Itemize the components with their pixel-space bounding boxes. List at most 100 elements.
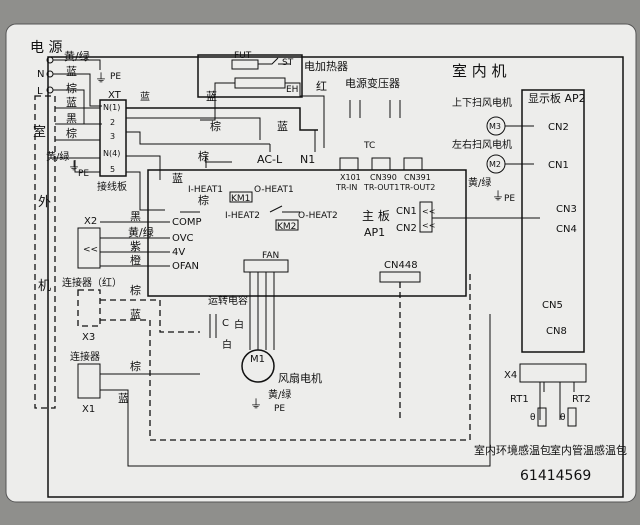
ac-l-label: AC-L: [257, 153, 283, 166]
heater-blue-wire: [200, 82, 235, 121]
o-heat1-label: O-HEAT1: [254, 185, 294, 195]
heater-element-label: EH: [286, 85, 298, 95]
indoor-side-label: 室: [33, 124, 46, 140]
run-cap-label: 运转电容: [208, 294, 248, 307]
cn1-label: CN1: [396, 206, 417, 217]
terminal-board: [99, 99, 127, 177]
heater-box: [197, 54, 303, 98]
power-label: 电 源: [30, 40, 62, 56]
heater-thermostat-label: ST: [282, 58, 294, 68]
ofan-wire-color: 橙: [130, 253, 141, 267]
wire-color-brown-1: 棕: [66, 126, 77, 140]
x101-label: X101: [340, 173, 361, 182]
blue-wire-label-3: 蓝: [277, 120, 288, 133]
wire-color-blue-1: 蓝: [66, 96, 77, 109]
tr-in-label: TR-IN: [335, 183, 357, 192]
cn448-label: CN448: [384, 260, 418, 271]
main-board-label: 主 板: [362, 209, 390, 223]
km2-label: KM2: [277, 222, 296, 232]
heater-thermostat: [258, 57, 290, 65]
connector-red-label: 连接器（红）: [62, 276, 122, 289]
pe-wire-color: 黄/绿: [64, 49, 90, 63]
x1-blue-wire: [100, 314, 491, 467]
cn2-label: CN2: [396, 223, 417, 234]
terminal-4-label: N(4): [103, 149, 120, 158]
heater-blue-wire-label: 蓝: [206, 90, 217, 103]
brown-wire-label-2: 棕: [210, 119, 221, 133]
ovc-wire-color: 黄/绿: [128, 225, 154, 239]
l-terminal-label: L: [37, 86, 43, 97]
n-bus-wire: [126, 107, 318, 131]
power-ground-icon: ⏚: [95, 71, 107, 85]
cn4-label: CN4: [556, 224, 577, 235]
m2-label: M2: [489, 160, 501, 169]
terminal-2-label: 2: [110, 118, 115, 127]
cn390-label: CN390: [370, 173, 397, 182]
wire-color-yellow-green-2: 黄/绿: [46, 150, 69, 163]
xt-label: XT: [108, 90, 122, 101]
connector-label: 连接器: [70, 350, 100, 363]
tr-out1-label: TR-OUT1: [363, 183, 399, 192]
outdoor-side-label-1: 外: [38, 195, 51, 210]
x3-connector: [77, 289, 101, 327]
display-board-outline: [521, 89, 585, 353]
x4-label: X4: [504, 370, 517, 381]
n1-label: N1: [300, 153, 315, 166]
updown-motor-label: 上下扫风电机: [452, 96, 512, 109]
km1-label: KM1: [231, 194, 250, 204]
brown-wire-label-3: 棕: [198, 149, 209, 163]
cap-white-wire-label-2: 白: [222, 338, 232, 351]
sensor-wires: [539, 382, 575, 420]
indoor-unit-title: 室 内 机: [452, 62, 507, 80]
heater-label: 电加热器: [304, 60, 348, 73]
cn1-cn2-connector: [419, 201, 433, 233]
power-pe-wire: [53, 59, 101, 70]
comp-label: COMP: [172, 217, 202, 228]
ovc-label: OVC: [172, 233, 194, 244]
4v-label: 4V: [172, 247, 185, 258]
x3-label: X3: [82, 332, 95, 343]
terminal-5-label: 5: [110, 165, 115, 174]
cn390-connector: [371, 157, 391, 171]
rt1-label: RT1: [510, 394, 529, 405]
x2-label: X2: [84, 216, 97, 227]
transformer-label: 电源变压器: [345, 76, 400, 90]
o-heat2-label: O-HEAT2: [298, 211, 338, 221]
rt2-sensor: [567, 407, 577, 427]
x1-blue-wire-label: 蓝: [118, 392, 129, 405]
display-cn2-label: CN2: [548, 122, 569, 133]
fan-motor-m1: [241, 349, 275, 383]
comp-wire-color: 黑: [130, 210, 141, 223]
leftright-motor-label: 左右扫风电机: [452, 138, 512, 151]
fan-wires: [249, 272, 275, 350]
fan-motor-pe-label: PE: [274, 404, 285, 414]
cn8-label: CN8: [546, 326, 567, 337]
pipe-temp-sensor-label: 室内管温感温包: [550, 443, 627, 457]
blue-wire-label-4: 蓝: [172, 172, 183, 185]
brown-wire-label-4: 棕: [198, 193, 209, 207]
x1-label: X1: [82, 404, 95, 415]
cn5-label: CN5: [542, 300, 563, 311]
brown-bus-wire: [126, 131, 270, 145]
km1-relay: [229, 191, 253, 203]
heater-red-wire-label: 红: [316, 80, 327, 93]
4v-wire-color: 紫: [130, 240, 141, 253]
display-board-label: 显示板 AP2: [528, 91, 586, 105]
x2-connector-glyph: <<: [83, 245, 98, 255]
wire-color-blue-2: 蓝: [140, 91, 150, 103]
wire-color-black: 黑: [66, 112, 77, 125]
rt2-theta: θ: [560, 413, 566, 423]
ac-l-wire: [269, 130, 316, 152]
ofan-label: OFAN: [172, 261, 199, 272]
room-temp-sensor-label: 室内环境感温包: [474, 443, 551, 457]
km2-relay: [275, 219, 299, 231]
outdoor-wire-5: [74, 160, 100, 173]
rt2-label: RT2: [572, 394, 591, 405]
rt1-theta: θ: [530, 413, 536, 423]
terminal-ground-icon: ⏚: [68, 159, 80, 173]
tr-out2-label: TR-OUT2: [399, 183, 435, 192]
display-motor-wires: [505, 125, 534, 165]
n-wire-color: 蓝: [66, 65, 77, 78]
